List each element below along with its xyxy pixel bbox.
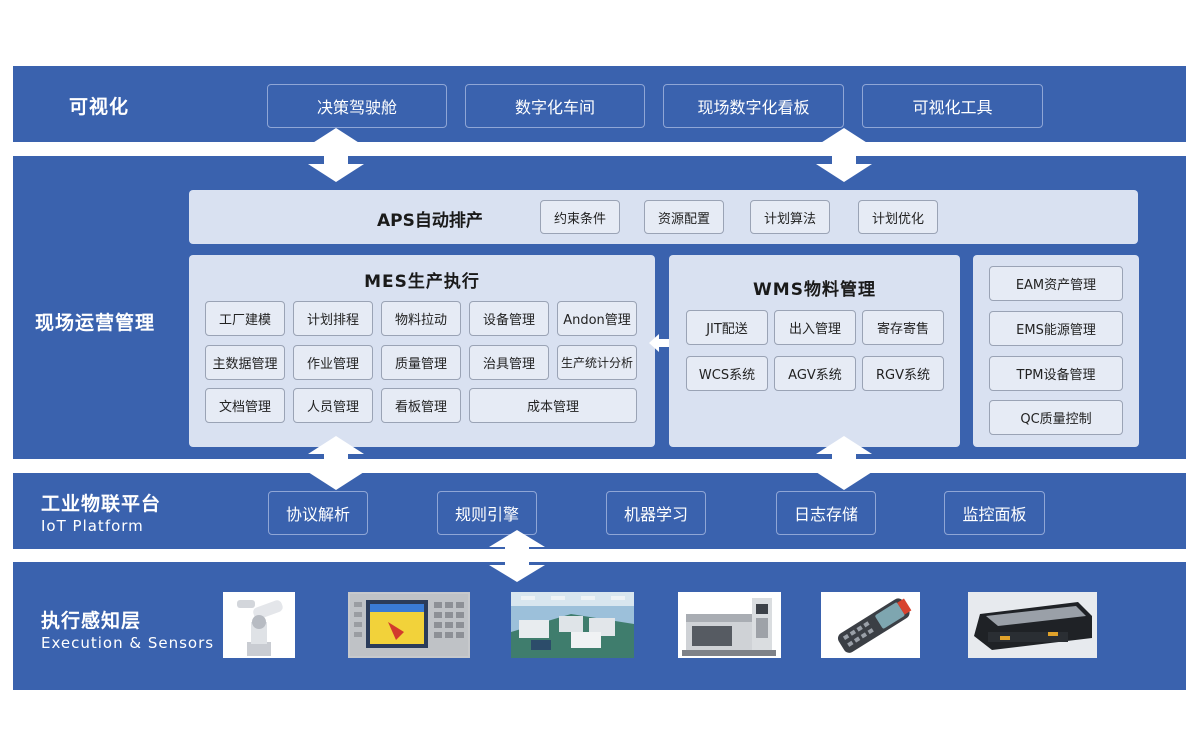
mes-item[interactable]: 文档管理 [205,388,285,423]
iot-title: 工业物联平台 [41,493,162,515]
agv-vehicle-image [968,592,1097,658]
iot-band: 工业物联平台 IoT Platform 协议解析 规则引擎 机器学习 日志存储 … [13,473,1186,549]
iot-subtitle: IoT Platform [41,517,144,535]
mes-item[interactable]: 质量管理 [381,345,461,380]
ems-item[interactable]: EMS能源管理 [989,311,1123,346]
cnc-machine-image [678,592,781,658]
mes-panel: MES生产执行 工厂建模 计划排程 物料拉动 设备管理 Andon管理 主数据管… [189,255,655,447]
operations-band: 现场运营管理 APS自动排产 约束条件 资源配置 计划算法 计划优化 MES生产… [13,156,1186,459]
iot-item-ml[interactable]: 机器学习 [606,491,706,535]
mes-item[interactable]: 设备管理 [469,301,549,336]
aps-item-algorithm[interactable]: 计划算法 [750,200,830,234]
visual-item-cockpit[interactable]: 决策驾驶舱 [267,84,447,128]
mes-item[interactable]: 治具管理 [469,345,549,380]
mes-item[interactable]: 工厂建模 [205,301,285,336]
arrow-mes-iot-icon [308,436,364,490]
mes-item[interactable]: 人员管理 [293,388,373,423]
wms-item[interactable]: 出入管理 [774,310,856,345]
factory-line-image [511,592,634,658]
wms-item[interactable]: WCS系统 [686,356,768,391]
aps-item-constraints[interactable]: 约束条件 [540,200,620,234]
tpm-item[interactable]: TPM设备管理 [989,356,1123,391]
wms-item[interactable]: JIT配送 [686,310,768,345]
mes-item[interactable]: 计划排程 [293,301,373,336]
exec-subtitle: Execution & Sensors [41,634,215,652]
mes-title: MES生产执行 [364,272,480,292]
mes-item[interactable]: 生产统计分析 [557,345,637,380]
visual-item-onsite-board[interactable]: 现场数字化看板 [663,84,844,128]
hmi-panel-image [348,592,470,658]
mes-item[interactable]: 主数据管理 [205,345,285,380]
qc-item[interactable]: QC质量控制 [989,400,1123,435]
wms-item[interactable]: AGV系统 [774,356,856,391]
handheld-scanner-image [821,592,920,658]
aps-title: APS自动排产 [377,211,483,231]
mes-item[interactable]: 物料拉动 [381,301,461,336]
mes-item[interactable]: 看板管理 [381,388,461,423]
mes-item[interactable]: 作业管理 [293,345,373,380]
execution-band: 执行感知层 Execution & Sensors [13,562,1186,690]
visualization-title: 可视化 [69,96,130,118]
visual-item-tools[interactable]: 可视化工具 [862,84,1043,128]
robot-arm-image [223,592,295,658]
iot-item-monitor[interactable]: 监控面板 [944,491,1045,535]
iot-item-protocol[interactable]: 协议解析 [268,491,368,535]
arrow-wms-iot-icon [816,436,872,490]
iot-item-logs[interactable]: 日志存储 [776,491,876,535]
visual-item-digital-workshop[interactable]: 数字化车间 [465,84,645,128]
arrow-visual-right-icon [816,128,872,182]
mes-item[interactable]: Andon管理 [557,301,637,336]
arrow-iot-exec-icon [489,530,545,582]
wms-title: WMS物料管理 [753,280,876,300]
wms-item[interactable]: 寄存寄售 [862,310,944,345]
mes-item[interactable]: 成本管理 [469,388,637,423]
wms-panel: WMS物料管理 JIT配送 出入管理 寄存寄售 WCS系统 AGV系统 RGV系… [669,255,960,447]
aps-item-resources[interactable]: 资源配置 [644,200,724,234]
operations-title: 现场运营管理 [35,312,156,334]
iot-item-rules[interactable]: 规则引擎 [437,491,537,535]
exec-title: 执行感知层 [41,610,142,632]
eam-item[interactable]: EAM资产管理 [989,266,1123,301]
aps-panel: APS自动排产 约束条件 资源配置 计划算法 计划优化 [189,190,1138,244]
visualization-band: 可视化 决策驾驶舱 数字化车间 现场数字化看板 可视化工具 [13,66,1186,142]
arrow-visual-left-icon [308,128,364,182]
right-management-panel: EAM资产管理 EMS能源管理 TPM设备管理 QC质量控制 [973,255,1139,447]
wms-item[interactable]: RGV系统 [862,356,944,391]
aps-item-optimization[interactable]: 计划优化 [858,200,938,234]
